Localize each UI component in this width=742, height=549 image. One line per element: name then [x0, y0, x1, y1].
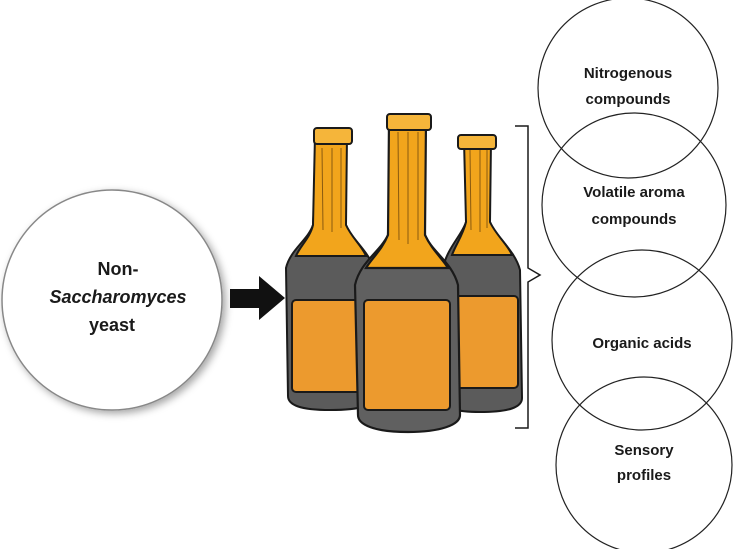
yeast-label-line1: Non- [98, 259, 139, 279]
yeast-circle [1, 189, 223, 411]
outcome-nitrogenous-line1: Nitrogenous [584, 65, 672, 82]
champagne-bottles-illustration [284, 113, 524, 434]
bottle-center [353, 113, 462, 434]
yeast-label-line3: yeast [89, 315, 135, 335]
outcome-volatile-line2: compounds [592, 211, 677, 228]
outcome-organic-acids-line1: Organic acids [592, 335, 691, 352]
outcome-nitrogenous-line2: compounds [586, 91, 671, 108]
yeast-node: Non- Saccharomyces yeast [1, 189, 223, 411]
arrow-icon [230, 276, 285, 320]
outcome-sensory-line2: profiles [617, 467, 671, 484]
outcome-sensory: Sensory profiles [555, 376, 733, 549]
outcome-nitrogenous: Nitrogenous compounds [537, 0, 719, 179]
outcome-volatile-line1: Volatile aroma [583, 184, 685, 201]
grouping-bracket [515, 125, 542, 429]
outcome-organic-acids: Organic acids [551, 249, 733, 431]
yeast-label-line2: Saccharomyces [49, 287, 186, 307]
bottle-right [441, 134, 524, 414]
outcome-volatile: Volatile aroma compounds [541, 112, 727, 298]
bottle-left [284, 127, 378, 412]
outcome-sensory-line1: Sensory [614, 442, 674, 459]
